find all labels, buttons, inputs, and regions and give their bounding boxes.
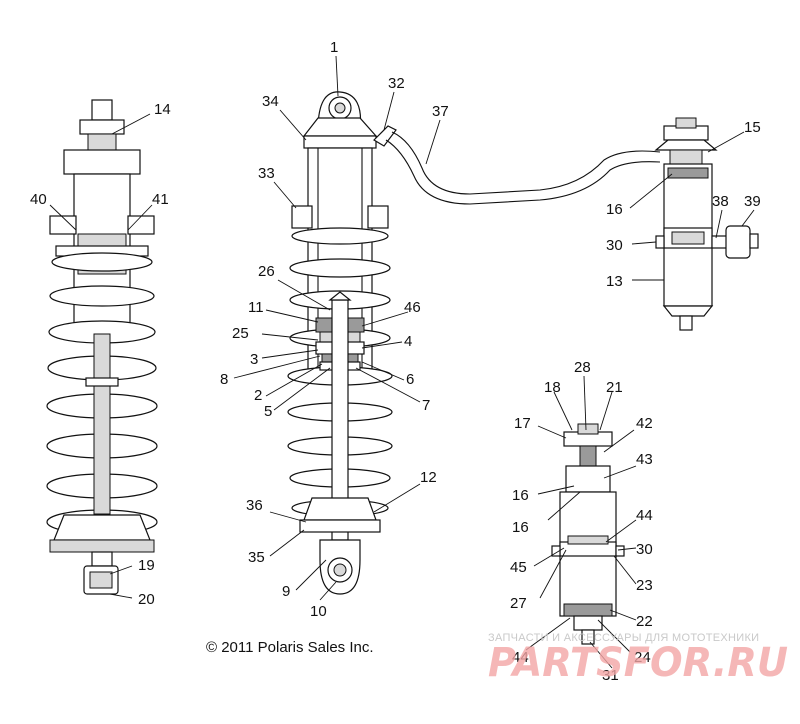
callout-10: 10 [310, 603, 327, 620]
callout-38: 38 [712, 193, 729, 210]
callout-8: 8 [220, 371, 228, 388]
callout-9: 9 [282, 583, 290, 600]
callout-7: 7 [422, 397, 430, 414]
callout-35: 35 [248, 549, 265, 566]
callout-20: 19 [138, 557, 155, 574]
watermark-logo: PARTSFOR.RU [488, 640, 788, 686]
callout-30-bottom: 30 [636, 541, 653, 558]
callout-41: 41 [152, 191, 169, 208]
copyright-notice: © 2011 Polaris Sales Inc. [206, 639, 374, 656]
callout-26: 25 [232, 325, 249, 342]
callout-4: 4 [404, 333, 412, 350]
callout-45: 45 [510, 559, 527, 576]
callout-16-top: 16 [606, 201, 623, 218]
callout-5: 5 [264, 403, 272, 420]
callout-13: 13 [606, 273, 623, 290]
callout-21: 20 [138, 591, 155, 608]
callout-39: 39 [744, 193, 761, 210]
callout-40: 40 [30, 191, 47, 208]
callout-2: 2 [254, 387, 262, 404]
callout-37: 37 [432, 103, 449, 120]
callout-17: 16 [512, 487, 529, 504]
callout-labels: 14 40 41 19 20 1 34 32 37 33 26 11 46 25… [30, 39, 761, 684]
callout-3: 3 [250, 351, 258, 368]
callout-11: 11 [248, 299, 264, 316]
callout-43: 43 [636, 451, 653, 468]
callout-33: 33 [258, 165, 275, 182]
callout-12: 12 [420, 469, 437, 486]
assembled-shock-left [46, 99, 158, 595]
remote-reservoir-bottom [551, 423, 625, 645]
main-shock-center [287, 91, 393, 595]
callout-29: 28 [574, 359, 591, 376]
callout-44-bottom: 44 [512, 649, 529, 666]
watermark-tagline: ЗАПЧАСТИ И АКСЕССУАРЫ ДЛЯ МОТОТЕХНИКИ [488, 632, 759, 644]
callout-30-top: 30 [606, 237, 623, 254]
left-spring [46, 252, 158, 535]
callout-44-top: 44 [636, 507, 653, 524]
callout-14: 14 [154, 101, 171, 118]
callout-23: 22 [636, 613, 653, 630]
callout-1: 1 [330, 39, 338, 56]
callout-24: 23 [636, 577, 653, 594]
callout-19: 18 [544, 379, 561, 396]
callout-22: 21 [606, 379, 623, 396]
callout-31: 31 [602, 667, 619, 684]
reservoir-hose [373, 125, 661, 205]
callout-32: 32 [388, 75, 405, 92]
callout-28: 27 [510, 595, 527, 612]
callout-36: 36 [246, 497, 263, 514]
callout-18: 17 [514, 415, 531, 432]
callout-25: 24 [634, 649, 651, 666]
remote-reservoir-top [654, 117, 759, 331]
callout-leaders [49, 55, 755, 669]
callout-6: 6 [406, 371, 414, 388]
callout-15: 15 [744, 119, 761, 136]
callout-16-bottom: 16 [512, 519, 529, 536]
callout-34: 34 [262, 93, 279, 110]
partsfor-watermark: ЗАПЧАСТИ И АКСЕССУАРЫ ДЛЯ МОТОТЕХНИКИ PA… [488, 632, 788, 686]
callout-42: 42 [636, 415, 653, 432]
callout-46: 46 [404, 299, 421, 316]
callout-27: 26 [258, 263, 275, 280]
